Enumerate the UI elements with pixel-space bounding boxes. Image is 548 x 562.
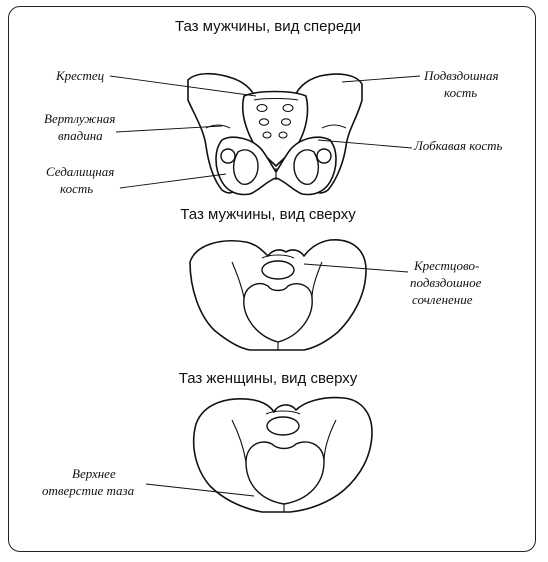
title-male-top: Таз мужчины, вид сверху [180,206,356,223]
leader-si-joint [303,263,409,273]
label-sacrum: Крестец [55,68,105,83]
leader-inlet [145,483,255,497]
label-inlet-line1: Верхнее [72,466,116,481]
leader-acetabulum [115,125,223,133]
leader-pubis [317,139,413,149]
female-pelvic-inlet [245,441,325,505]
male-sacral-promontory [261,260,295,280]
title-male-front: Таз мужчины, вид спереди [175,18,361,35]
label-ilium-line2: кость [444,85,477,100]
leader-sacrum [109,75,257,97]
label-pubis: Лобкавая кость [413,138,503,153]
leader-ischium [119,173,227,189]
male-pelvis-front [187,72,363,196]
male-pelvis-top [189,239,367,351]
female-sacral-promontory [266,416,300,436]
label-acetabulum-line1: Вертлужная [44,111,115,126]
label-si-joint-line2: подвздошное [410,275,482,290]
leader-ilium [341,75,421,83]
label-ilium-line1: Подвздошная [423,68,499,83]
label-si-joint-line3: сочленение [412,292,473,307]
title-female-top: Таз женщины, вид сверху [179,370,358,387]
left-acetabulum [220,148,236,164]
label-ischium-line1: Седалищная [46,164,114,179]
left-obturator-foramen [232,149,259,185]
label-ischium-line2: кость [60,181,93,196]
female-pelvis-top [192,396,373,513]
label-acetabulum-line2: впадина [58,128,103,143]
male-pelvic-inlet [243,282,313,343]
label-inlet-line2: отверстие таза [42,483,135,498]
right-acetabulum [316,148,332,164]
right-obturator-foramen [293,149,320,185]
label-si-joint-line1: Крестцово- [413,258,479,273]
